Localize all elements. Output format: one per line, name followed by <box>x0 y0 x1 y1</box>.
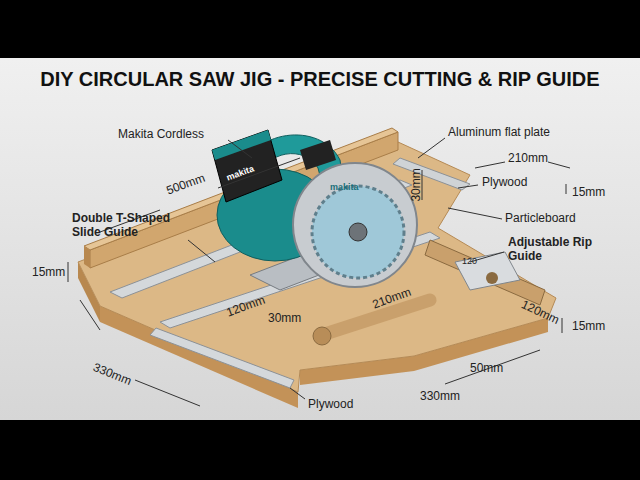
dimension-line <box>218 158 300 188</box>
dimension-label: 50mm <box>470 362 503 376</box>
front-strip <box>150 328 294 388</box>
dimension-line <box>475 162 505 168</box>
leader-line <box>448 208 502 219</box>
pivot <box>486 272 498 284</box>
dimension-label: 30mm <box>268 312 301 326</box>
battery <box>212 130 282 202</box>
dimension-line <box>135 380 200 406</box>
fence-end <box>84 246 90 268</box>
blade-guard <box>293 163 417 287</box>
dimension-label: 15mm <box>32 266 65 280</box>
dimension-line <box>548 162 570 168</box>
dimension-label: Aluminum flat plate <box>448 126 550 140</box>
dimension-label: Particleboard <box>505 212 576 226</box>
dimension-line <box>68 262 69 282</box>
part-name: Double T-Shaped Slide Guide <box>72 212 190 240</box>
dimension-label: 15mm <box>572 186 605 200</box>
dimension-label: 120 <box>462 256 477 266</box>
part-name: Adjustable Rip Guide <box>508 236 600 264</box>
leader-line <box>188 240 215 262</box>
dimension-line <box>566 184 567 194</box>
plywood-base <box>78 142 556 392</box>
saw-blade <box>312 186 404 278</box>
dimension-label: 15mm <box>572 320 605 334</box>
title: DIY CIRCULAR SAW JIG - PRECISE CUTTING &… <box>0 68 640 91</box>
dimension-label: 330mm <box>420 390 460 404</box>
dimension-line <box>80 300 100 330</box>
leader-line <box>290 388 305 399</box>
dimension-label: Plywood <box>482 176 527 190</box>
leader-line <box>418 138 445 158</box>
leader-line <box>458 185 478 188</box>
handle-knob <box>313 327 331 345</box>
saw-grip <box>300 140 336 170</box>
part-name: makita <box>330 182 359 192</box>
leader-line <box>228 140 252 158</box>
dimension-label: Makita Cordless <box>118 128 204 142</box>
dimension-label: 210mm <box>508 152 548 166</box>
dimension-label: 30mm <box>410 168 424 201</box>
blade-hub <box>349 223 367 241</box>
dimension-line <box>445 350 540 384</box>
battery-stripe <box>212 130 271 160</box>
dimension-label: Plywood <box>308 398 353 412</box>
background <box>0 58 640 420</box>
dimension-line <box>562 318 563 333</box>
